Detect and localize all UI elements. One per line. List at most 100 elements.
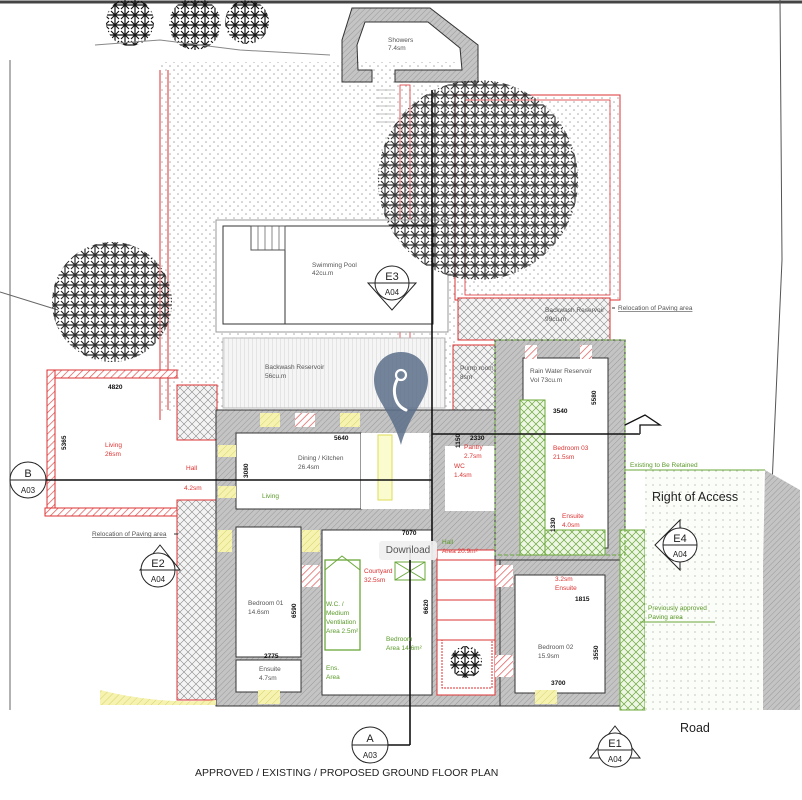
rainwater-label: Rain Water Reservoir <box>530 368 593 375</box>
marker-a-sheet: A03 <box>363 751 378 760</box>
pump-area: 8sm <box>460 374 472 381</box>
elevation-marker-e2[interactable]: E2 A04 <box>138 544 182 588</box>
dim-2330: 2330 <box>470 435 485 442</box>
tree-icon <box>106 0 269 50</box>
plan-title: APPROVED / EXISTING / PROPOSED GROUND FL… <box>195 767 498 779</box>
red-stair <box>436 559 496 641</box>
ensuite03-label: Ensuite <box>562 513 584 520</box>
elevation-marker-e4[interactable]: E4 A04 <box>654 518 698 572</box>
bedroom02-area: 15.9sm <box>538 653 559 660</box>
right-of-access-area <box>645 470 763 710</box>
prev-paving-label-2: Paving area <box>648 614 683 621</box>
marker-e3-sheet: A04 <box>385 288 400 297</box>
ensuite01-label: Ensuite <box>259 666 281 673</box>
red-outline <box>159 70 169 420</box>
backwash2-label: Backwash Reservoir <box>545 307 605 314</box>
dim-2775: 2775 <box>264 653 279 660</box>
bedroom01-area: 14.6sm <box>248 609 269 616</box>
dim-3700: 3700 <box>551 680 566 687</box>
green-hatch-strip <box>544 529 606 556</box>
wc-vent-label-4: Area 2.5m² <box>326 628 359 635</box>
section-arrow-icon <box>624 414 663 434</box>
pantry-area: 2.7sm <box>464 453 482 460</box>
location-pin-icon[interactable] <box>372 350 430 445</box>
boundary-line <box>0 291 59 311</box>
pump-label: Pump room <box>460 365 494 372</box>
marker-e2-sheet: A04 <box>151 575 166 584</box>
showers-label: Showers <box>388 37 414 44</box>
wc-vent-label-3: Ventilation <box>326 619 356 626</box>
courtyard-area: 32.5sm <box>364 577 385 584</box>
backwash-label: Backwash Reservoir <box>265 364 325 371</box>
main-building <box>215 339 626 707</box>
backwash2-volume: 99cu.m <box>545 316 566 323</box>
marker-e3-id: E3 <box>385 271 398 283</box>
pool-volume: 42cu.m <box>312 270 333 277</box>
wc-vent-label-2: Medium <box>326 610 349 617</box>
existing-retained-label: Existing to Be Retained <box>630 462 698 469</box>
courtyard-label: Courtyard <box>364 568 393 575</box>
rainwater-volume: Vol 73cu.m <box>530 377 562 384</box>
wc-area: 1.4sm <box>454 472 472 479</box>
pump-room <box>452 344 499 411</box>
neighbour-wall <box>760 470 800 710</box>
bedroom-green-label: Bedroom <box>386 636 412 643</box>
backwash-volume: 56cu.m <box>265 373 286 380</box>
yellow-paving-strip <box>100 690 216 705</box>
marker-b-id: B <box>24 468 31 480</box>
marker-b-sheet: A03 <box>21 486 36 495</box>
prev-paving-label-1: Previously approved <box>648 605 707 612</box>
green-hatch-strip <box>519 399 546 556</box>
marker-e2-id: E2 <box>151 558 164 570</box>
dim-5365: 5365 <box>61 435 68 450</box>
dim-7070: 7070 <box>402 530 417 537</box>
elevation-marker-e1[interactable]: E1 A04 <box>588 725 642 768</box>
green-stair <box>324 555 361 571</box>
showers-building: Showers 7.4sm <box>341 7 479 123</box>
dining-area: 26.4sm <box>298 464 319 471</box>
living-area: 26sm <box>105 451 121 458</box>
dim-3540: 3540 <box>553 408 568 415</box>
bedroom02-label: Bedroom 02 <box>538 644 574 651</box>
green-stair <box>324 559 361 651</box>
green-hatch-strip <box>619 529 646 711</box>
ens-green-area: Area <box>326 674 340 681</box>
dim-1330: 1330 <box>550 517 557 532</box>
bedroom03-label: Bedroom 03 <box>553 445 589 452</box>
elevation-marker-e3[interactable]: E3 A04 <box>366 265 418 311</box>
ensuite02-label: Ensuite <box>555 585 577 592</box>
marker-a-id: A <box>366 733 374 745</box>
wc-label: WC <box>454 463 465 470</box>
right-of-access-label: Right of Access <box>652 490 738 504</box>
pantry-label: Pantry <box>464 444 484 451</box>
boundary-line <box>94 39 331 56</box>
section-marker-b[interactable]: B A03 <box>9 461 47 499</box>
dim-6590: 6590 <box>291 603 298 618</box>
marker-e1-sheet: A04 <box>608 755 623 764</box>
tree-icon <box>378 80 578 280</box>
dim-5580: 5580 <box>591 390 598 405</box>
tree-icon <box>52 242 172 362</box>
ens-green-label: Ens. <box>326 665 339 672</box>
bedroom01-label: Bedroom 01 <box>248 600 284 607</box>
pool-label: Swimming Pool <box>312 262 357 269</box>
dim-4820: 4820 <box>108 384 123 391</box>
living-label: Living <box>105 442 122 449</box>
hall-label: Hall <box>442 539 454 546</box>
download-button[interactable]: Download <box>379 541 437 560</box>
wc-vent-label-1: W.C. / <box>326 601 344 608</box>
section-marker-a[interactable]: A A03 <box>351 726 389 764</box>
hall-left-label: Hall <box>186 465 198 472</box>
relocation-paving-label-left: Relocation of Paving area <box>92 531 167 538</box>
ensuite03-area: 4.0sm <box>562 522 580 529</box>
dim-6620: 6620 <box>423 599 430 614</box>
marker-e4-sheet: A04 <box>673 550 688 559</box>
window <box>218 345 592 704</box>
hall-left-area: 4.2sm <box>184 485 202 492</box>
dim-1815: 1815 <box>575 596 590 603</box>
living-green-label: Living <box>262 493 279 500</box>
green-outline <box>494 339 626 556</box>
road-label: Road <box>680 721 710 735</box>
relocation-paving-label-top: Relocation of Paving area <box>618 305 693 312</box>
